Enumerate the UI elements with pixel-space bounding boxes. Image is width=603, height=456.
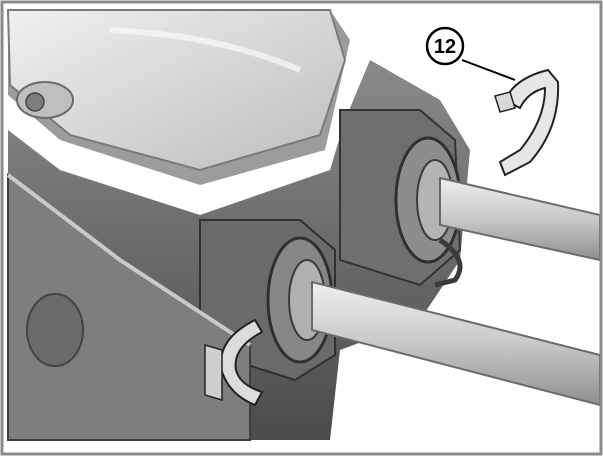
callout-label: 12 xyxy=(434,36,456,58)
clip-12-upper-tab xyxy=(494,91,516,113)
lid-center-hub xyxy=(16,81,74,119)
callout-leader-line xyxy=(461,59,516,81)
retaining-clip-12 xyxy=(494,68,560,177)
upper-clip-fitted xyxy=(434,237,463,288)
callout-circle xyxy=(425,26,465,66)
callout-12: 12 xyxy=(425,26,516,81)
lid-highlight xyxy=(109,27,302,73)
base-top-edge xyxy=(6,173,252,347)
lower-clip-leg xyxy=(204,343,223,402)
lid-screw xyxy=(25,92,45,112)
lower-retaining-clip xyxy=(204,318,264,407)
base-mount-hole xyxy=(26,293,84,367)
pump-base xyxy=(6,172,252,441)
